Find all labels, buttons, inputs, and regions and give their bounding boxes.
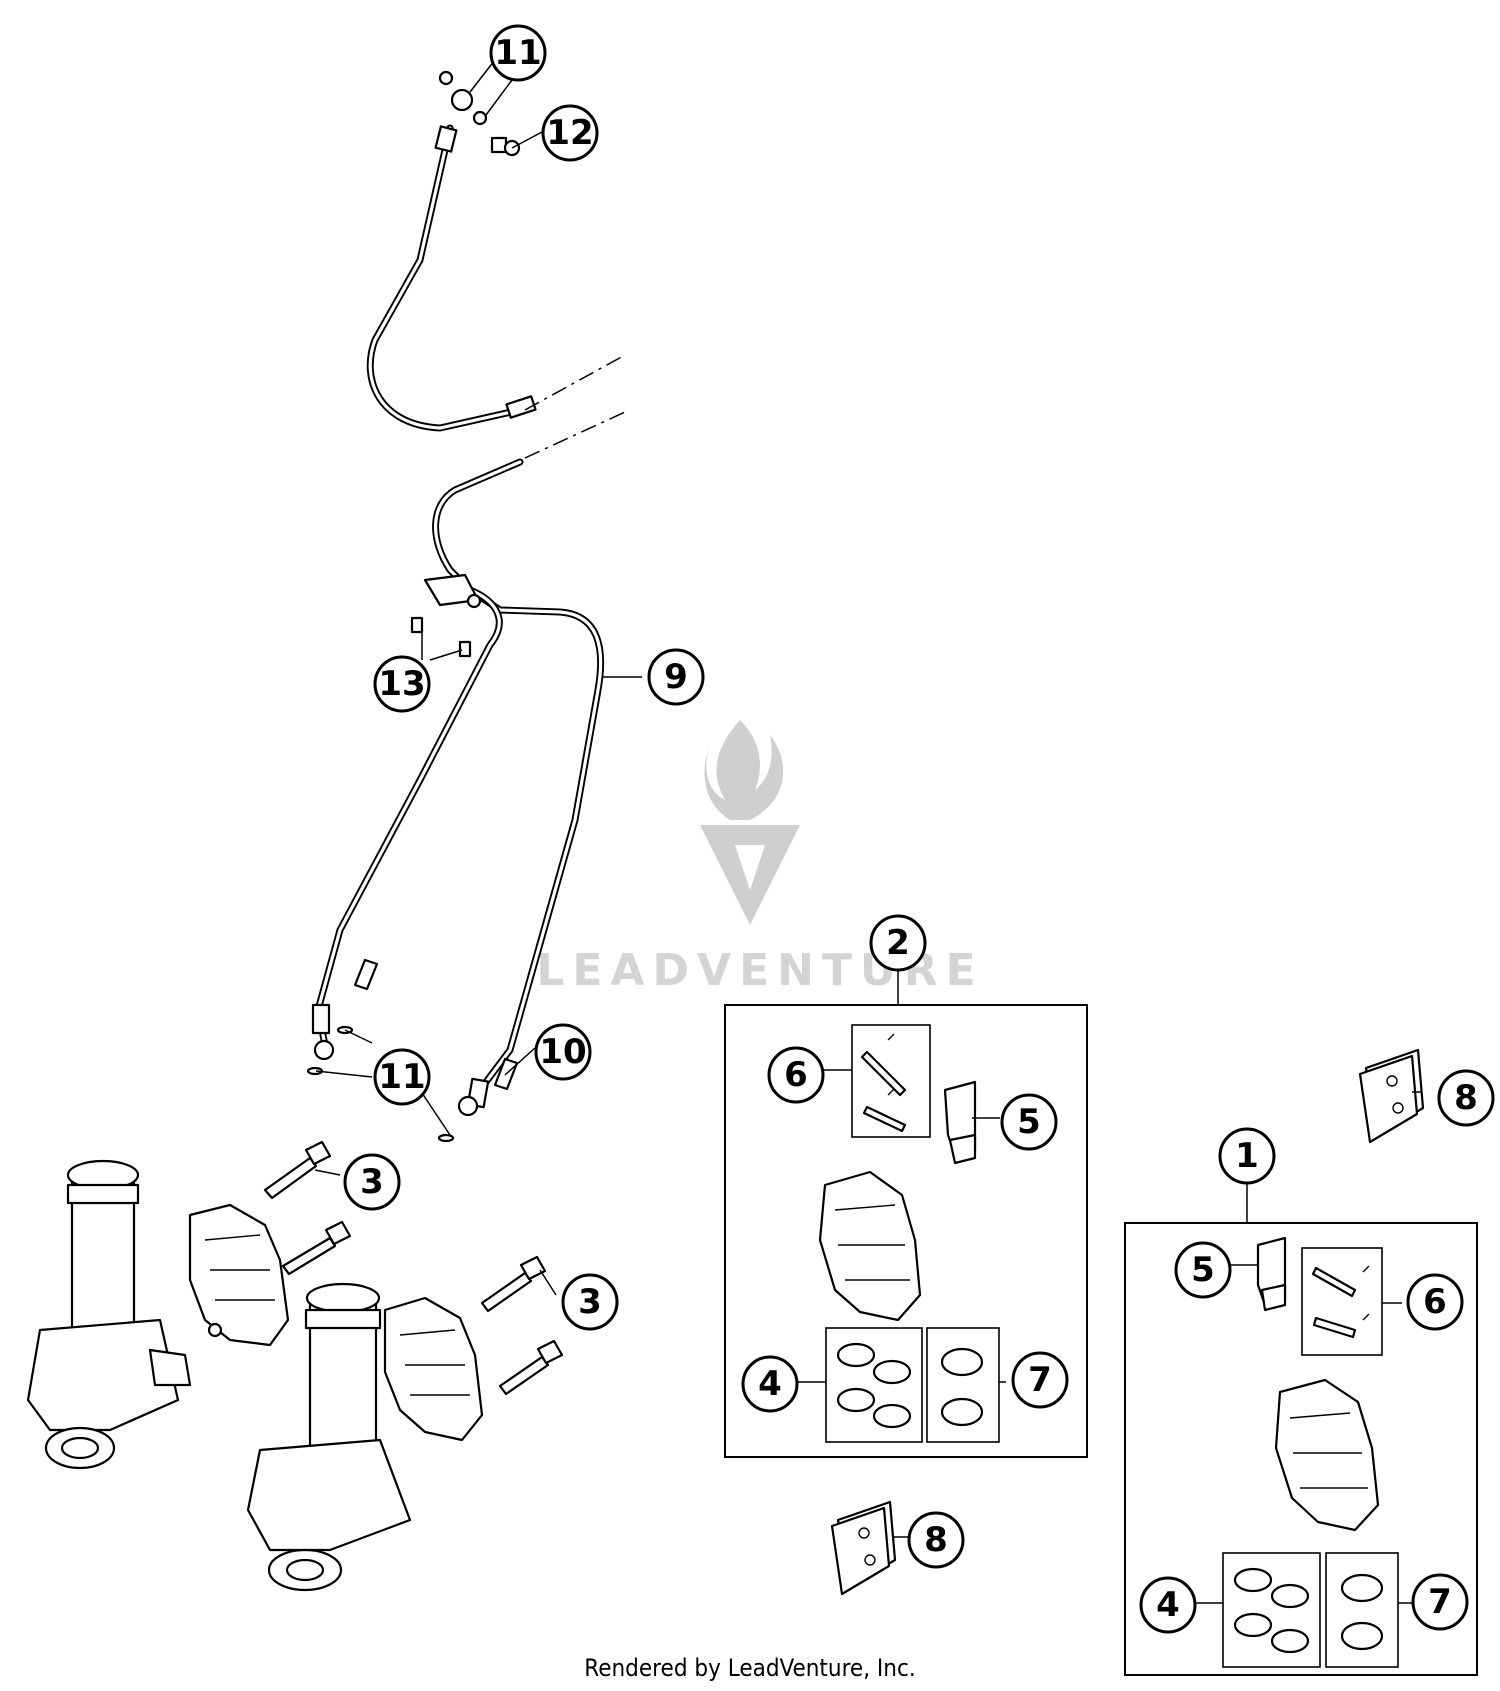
- leader-lines: [314, 55, 1422, 1604]
- upper-brake-hose: [366, 70, 537, 432]
- callout-4-kit2: 4: [741, 1355, 799, 1413]
- svg-text:8: 8: [1454, 1078, 1478, 1118]
- svg-text:3: 3: [360, 1162, 384, 1202]
- callout-8-upper: 8: [1437, 1069, 1495, 1127]
- callout-1: 1: [1218, 1127, 1276, 1185]
- kit-1-box: [1124, 1222, 1478, 1676]
- callout-11-top: 11: [489, 24, 547, 82]
- fork-leg-left: [26, 1159, 192, 1470]
- lower-brake-hose: [311, 458, 605, 1117]
- pistons-kit1: [1233, 1567, 1310, 1654]
- caliper-kit1: [1274, 1378, 1380, 1532]
- svg-text:9: 9: [664, 657, 688, 697]
- svg-text:1: 1: [1235, 1136, 1259, 1176]
- svg-text:11: 11: [378, 1057, 425, 1097]
- kit-2-box: [724, 1004, 1088, 1458]
- piston-box-kit2: [825, 1327, 923, 1443]
- svg-text:5: 5: [1017, 1102, 1041, 1142]
- svg-text:8: 8: [924, 1520, 948, 1560]
- piston-box-kit1: [1222, 1552, 1321, 1668]
- brake-caliper-left: [188, 1203, 290, 1347]
- callout-4-kit1: 4: [1139, 1576, 1197, 1634]
- callout-5-kit1: 5: [1174, 1241, 1232, 1299]
- brake-pads-upper: [1358, 1048, 1425, 1144]
- callout-7-kit1: 7: [1411, 1573, 1469, 1631]
- seals-kit1: [1340, 1573, 1384, 1651]
- svg-text:3: 3: [578, 1282, 602, 1322]
- svg-text:6: 6: [1423, 1282, 1447, 1322]
- svg-text:4: 4: [1156, 1585, 1180, 1625]
- callout-6-kit2: 6: [767, 1046, 825, 1104]
- seal-box-kit2: [926, 1327, 1000, 1443]
- pin-kit-box-kit2: [851, 1024, 931, 1138]
- svg-text:7: 7: [1428, 1582, 1452, 1622]
- pins-kit1: [1311, 1265, 1370, 1339]
- callout-13: 13: [373, 655, 431, 713]
- caliper-kit2: [818, 1170, 922, 1322]
- callout-11-bottom: 11: [373, 1048, 431, 1106]
- svg-text:6: 6: [784, 1055, 808, 1095]
- bolt-3: [263, 1140, 564, 1396]
- fork-leg-right: [246, 1282, 412, 1592]
- screw-13: [410, 616, 472, 658]
- svg-text:11: 11: [494, 33, 541, 73]
- svg-text:4: 4: [758, 1364, 782, 1404]
- callout-12: 12: [541, 104, 599, 162]
- pin-kit-box-kit1: [1301, 1247, 1383, 1356]
- svg-text:10: 10: [539, 1032, 586, 1072]
- pins-kit2: [860, 1033, 907, 1133]
- svg-text:5: 5: [1191, 1250, 1215, 1290]
- washer-11-lower: [306, 1025, 455, 1143]
- svg-text:12: 12: [546, 113, 593, 153]
- svg-text:2: 2: [886, 923, 910, 963]
- svg-text:7: 7: [1028, 1360, 1052, 1400]
- callout-5-kit2: 5: [1000, 1093, 1058, 1151]
- seal-box-kit1: [1325, 1552, 1399, 1668]
- spring-clip-kit1: [1256, 1236, 1287, 1312]
- callout-7-kit2: 7: [1011, 1351, 1069, 1409]
- callout-10: 10: [534, 1023, 592, 1081]
- render-credit: Rendered by LeadVenture, Inc.: [584, 1654, 916, 1682]
- seals-kit2: [940, 1347, 984, 1427]
- spring-clip-kit2: [943, 1080, 977, 1165]
- callout-9: 9: [647, 648, 705, 706]
- leadventure-watermark-logo: [700, 720, 800, 925]
- svg-text:13: 13: [378, 664, 425, 704]
- callout-3-upper: 3: [343, 1153, 401, 1211]
- callout-8-lower: 8: [907, 1511, 965, 1569]
- callout-2: 2: [869, 914, 927, 972]
- brake-caliper-right: [383, 1296, 484, 1442]
- callout-3-lower: 3: [561, 1273, 619, 1331]
- pistons-kit2: [836, 1342, 912, 1429]
- brake-pads-lower: [830, 1500, 897, 1596]
- callout-6-kit1: 6: [1406, 1273, 1464, 1331]
